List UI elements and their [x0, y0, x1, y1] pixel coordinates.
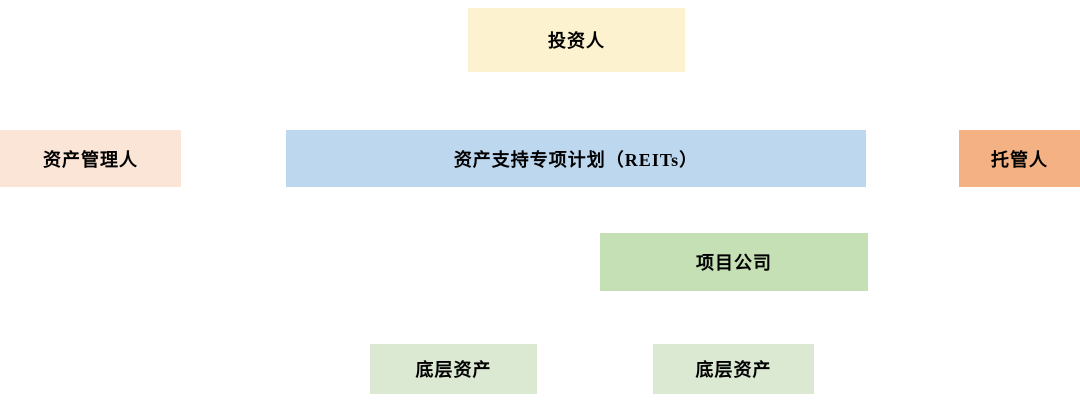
diagram-node-underlying-asset-right: 底层资产 — [653, 344, 814, 394]
investor-label: 投资人 — [548, 31, 605, 51]
diagram-node-custodian: 托管人 — [959, 130, 1080, 187]
diagram-node-project-company: 项目公司 — [600, 233, 868, 291]
custodian-label: 托管人 — [991, 149, 1048, 170]
diagram-node-reits-plan: 资产支持专项计划（REITs） — [286, 130, 866, 187]
diagram-node-underlying-asset-left: 底层资产 — [370, 344, 537, 394]
project-company-label: 项目公司 — [696, 253, 772, 273]
asset-manager-label: 资产管理人 — [43, 149, 138, 170]
reits-plan-label: 资产支持专项计划（REITs） — [453, 149, 699, 170]
underlying-asset-right-label: 底层资产 — [695, 360, 772, 380]
underlying-asset-left-label: 底层资产 — [415, 360, 492, 380]
diagram-node-investor: 投资人 — [468, 8, 685, 72]
diagram-node-asset-manager: 资产管理人 — [0, 130, 181, 187]
